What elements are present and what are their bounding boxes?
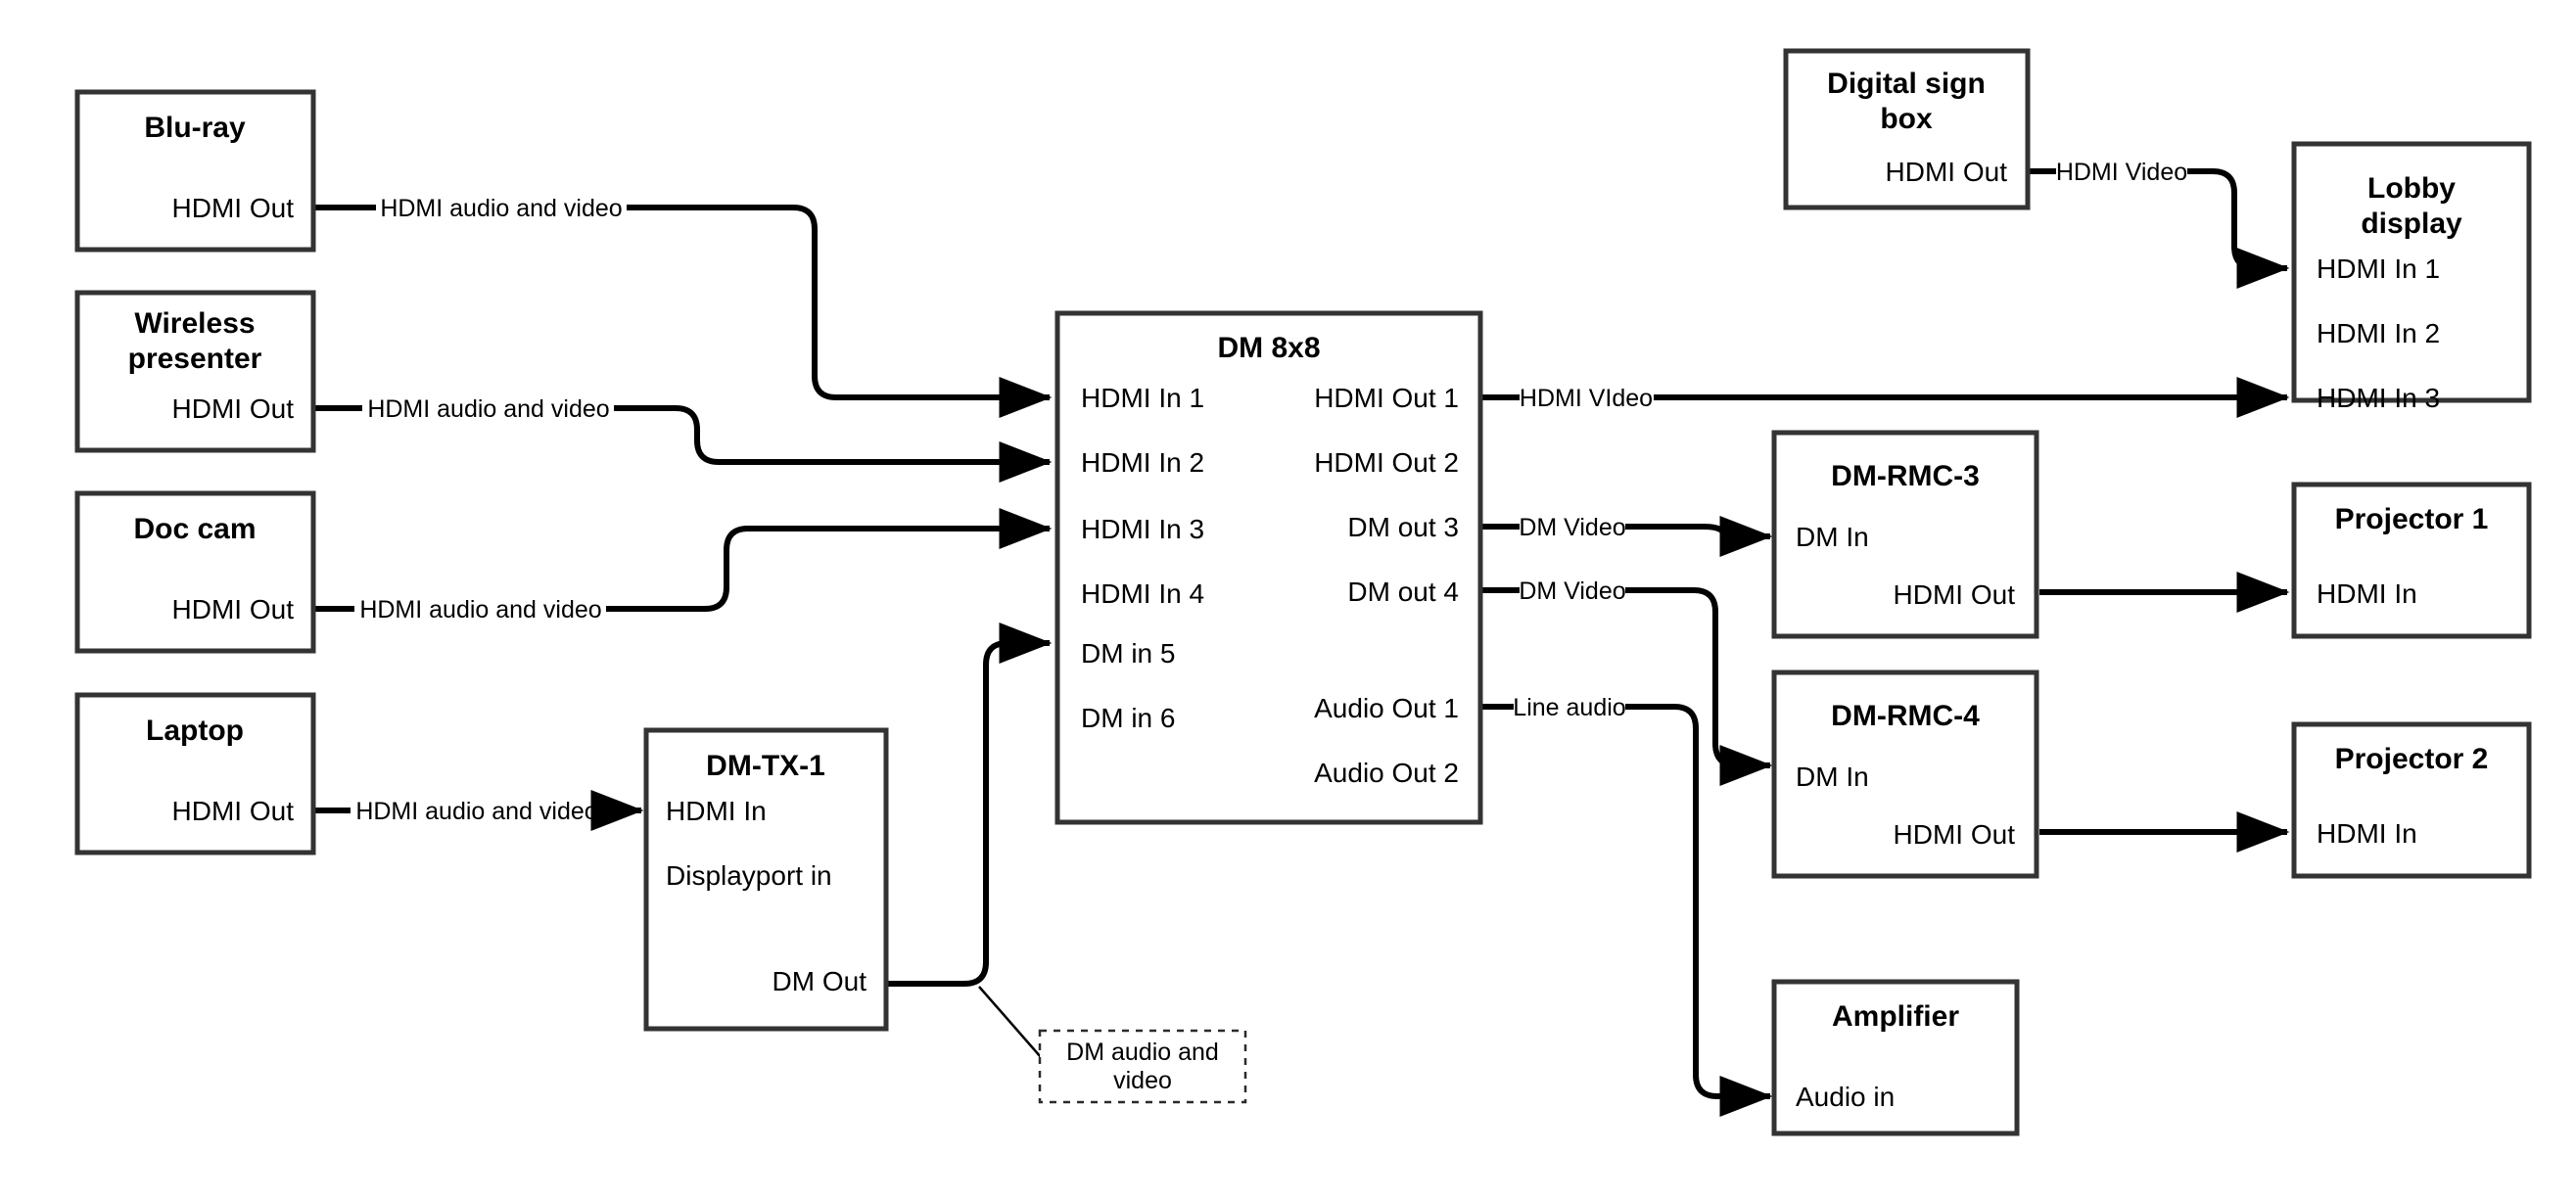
laptop-title: Laptop xyxy=(146,715,244,747)
dmtx1-title: DM-TX-1 xyxy=(706,750,825,782)
rmc3-title: DM-RMC-3 xyxy=(1831,460,1980,492)
device-box-dm-rmc-4[interactable]: DM-RMC-4 DM In HDMI Out xyxy=(1771,670,2039,879)
connection-dm8x8-out4-to-rmc4: DM Video xyxy=(1480,577,1773,786)
signbox-port-hdmi-out: HDMI Out xyxy=(1886,157,2008,187)
rmc3-port-hdmi-out: HDMI Out xyxy=(1894,579,2016,610)
dmtx1-port-dm-out: DM Out xyxy=(773,966,867,996)
rmc4-title: DM-RMC-4 xyxy=(1831,700,1980,732)
dmtx1-port-hdmi-in: HDMI In xyxy=(666,796,767,826)
connection-dm8x8-aout1-to-amplifier: Line audio xyxy=(1480,694,1773,1117)
dm8x8-port-hdmi-in-4: HDMI In 4 xyxy=(1081,578,1204,609)
connection-signbox-to-lobby-in1: HDMI Video xyxy=(2022,159,2290,289)
dm8x8-port-audio-out-1: Audio Out 1 xyxy=(1314,693,1459,723)
signbox-title-line1: Digital sign xyxy=(1827,68,1986,100)
connection-dm8x8-out3-to-rmc3: DM Video xyxy=(1480,514,1773,557)
signbox-title-line2: box xyxy=(1880,103,1933,135)
bluray-title: Blu-ray xyxy=(144,112,246,144)
device-box-lobby-display[interactable]: Lobby display HDMI In 1 HDMI In 2 HDMI I… xyxy=(2291,141,2532,413)
device-box-wireless-presenter[interactable]: Wireless presenter HDMI Out xyxy=(74,290,316,453)
wire-label-wireless: HDMI audio and video xyxy=(367,395,609,423)
wire-label-line-audio: Line audio xyxy=(1513,694,1625,721)
connection-bluray-to-dm8x8-in1: HDMI audio and video xyxy=(313,195,1053,418)
dm8x8-port-dm-out-4: DM out 4 xyxy=(1347,577,1459,607)
connection-dm8x8-out1-to-lobby-in3: HDMI VIdeo xyxy=(1480,377,2290,418)
dm8x8-port-dm-out-3: DM out 3 xyxy=(1347,512,1459,542)
lobby-port-hdmi-in-2: HDMI In 2 xyxy=(2317,318,2440,348)
dm8x8-port-hdmi-out-2: HDMI Out 2 xyxy=(1314,447,1459,478)
wire-label-laptop: HDMI audio and video xyxy=(355,798,597,825)
note-line-2: video xyxy=(1113,1067,1172,1094)
dm8x8-port-hdmi-in-1: HDMI In 1 xyxy=(1081,383,1204,413)
note-box-dm-audio-video xyxy=(1038,1029,1247,1104)
dm8x8-port-hdmi-in-3: HDMI In 3 xyxy=(1081,514,1204,544)
proj2-port-hdmi-in: HDMI In xyxy=(2317,818,2417,849)
note-line-1: DM audio and xyxy=(1066,1039,1219,1066)
device-box-amplifier[interactable]: Amplifier Audio in xyxy=(1771,979,2020,1136)
doccam-title: Doc cam xyxy=(133,513,256,545)
dmtx1-port-displayport-in: Displayport in xyxy=(666,860,832,891)
amp-title: Amplifier xyxy=(1832,1000,1959,1033)
proj2-title: Projector 2 xyxy=(2335,743,2489,775)
device-box-projector-2[interactable]: Projector 2 HDMI In xyxy=(2291,721,2532,879)
amp-port-audio-in: Audio in xyxy=(1796,1082,1895,1112)
dm8x8-port-hdmi-in-2: HDMI In 2 xyxy=(1081,447,1204,478)
lobby-port-hdmi-in-3: HDMI In 3 xyxy=(2317,383,2440,413)
wireless-title-line2: presenter xyxy=(128,343,262,375)
device-box-dm-tx-1[interactable]: DM-TX-1 HDMI In Displayport in DM Out xyxy=(643,727,889,1032)
doccam-port-hdmi-out: HDMI Out xyxy=(172,594,295,624)
dm8x8-title: DM 8x8 xyxy=(1217,332,1320,364)
proj1-title: Projector 1 xyxy=(2335,503,2489,535)
device-box-dm-rmc-3[interactable]: DM-RMC-3 DM In HDMI Out xyxy=(1771,430,2039,639)
lobby-port-hdmi-in-1: HDMI In 1 xyxy=(2317,254,2440,284)
dm8x8-port-audio-out-2: Audio Out 2 xyxy=(1314,758,1459,788)
wireless-title-line1: Wireless xyxy=(134,307,255,340)
rmc4-port-dm-in: DM In xyxy=(1796,762,1869,792)
wire-label-hdmi-video-sign: HDMI Video xyxy=(2056,159,2187,186)
wire-label-bluray: HDMI audio and video xyxy=(380,195,622,222)
rmc3-port-dm-in: DM In xyxy=(1796,522,1869,552)
lobby-title-line2: display xyxy=(2361,208,2462,240)
device-box-laptop[interactable]: Laptop HDMI Out xyxy=(74,692,316,855)
lobby-title-line1: Lobby xyxy=(2367,172,2456,205)
wire-label-doccam: HDMI audio and video xyxy=(359,596,601,624)
bluray-port-hdmi-out: HDMI Out xyxy=(172,193,295,223)
wireless-port-hdmi-out: HDMI Out xyxy=(172,393,295,424)
wire-label-hdmi-video-out1: HDMI VIdeo xyxy=(1520,385,1653,412)
wire-label-dm-video-3: DM Video xyxy=(1519,514,1625,541)
device-box-doc-cam[interactable]: Doc cam HDMI Out xyxy=(74,490,316,654)
wire-label-dm-video-4: DM Video xyxy=(1519,577,1625,605)
dm8x8-port-dm-in-5: DM in 5 xyxy=(1081,638,1175,669)
laptop-port-hdmi-out: HDMI Out xyxy=(172,796,295,826)
device-box-bluray[interactable]: Blu-ray HDMI Out xyxy=(74,89,316,253)
connection-dmtx1-to-dm8x8-in5: DM audio and video xyxy=(886,623,1247,1104)
device-box-dm-8x8[interactable]: DM 8x8 HDMI In 1 HDMI In 2 HDMI In 3 HDM… xyxy=(1054,310,1483,825)
device-box-projector-1[interactable]: Projector 1 HDMI In xyxy=(2291,482,2532,639)
rmc4-port-hdmi-out: HDMI Out xyxy=(1894,819,2016,850)
proj1-port-hdmi-in: HDMI In xyxy=(2317,578,2417,609)
dm8x8-port-hdmi-out-1: HDMI Out 1 xyxy=(1314,383,1459,413)
connection-doccam-to-dm8x8-in3: HDMI audio and video xyxy=(313,508,1053,624)
device-box-digital-sign-box[interactable]: Digital sign box HDMI Out xyxy=(1783,48,2031,210)
dm8x8-port-dm-in-6: DM in 6 xyxy=(1081,703,1175,733)
connection-laptop-to-dmtx1: HDMI audio and video xyxy=(313,790,644,831)
connection-wireless-to-dm8x8-in2: HDMI audio and video xyxy=(313,395,1053,483)
